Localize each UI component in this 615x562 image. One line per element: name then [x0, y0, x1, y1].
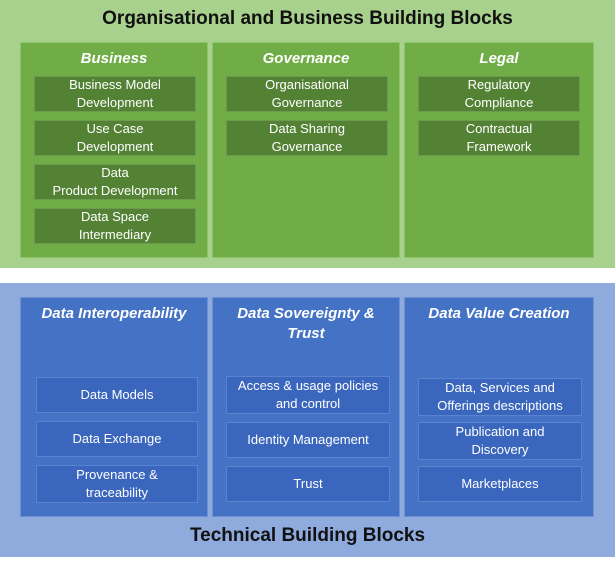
governance-column: Governance Organisational Governance Dat… [212, 42, 400, 258]
data-space-intermediary-box: Data Space Intermediary [34, 208, 196, 244]
trust-box: Trust [226, 466, 390, 502]
data-interoperability-heading: Data Interoperability [41, 305, 187, 322]
marketplaces-box: Marketplaces [418, 466, 582, 502]
data-services-offerings-box: Data, Services and Offerings description… [418, 378, 582, 416]
regulatory-compliance-box: Regulatory Compliance [418, 76, 580, 112]
data-value-creation-heading: Data Value Creation [428, 305, 570, 322]
data-exchange-box: Data Exchange [36, 421, 198, 457]
business-model-development-box: Business Model Development [34, 76, 196, 112]
legal-column: Legal Regulatory Compliance Contractual … [404, 42, 594, 258]
access-usage-policies-box: Access & usage policies and control [226, 376, 390, 414]
contractual-framework-box: Contractual Framework [418, 120, 580, 156]
identity-management-box: Identity Management [226, 422, 390, 458]
business-column: Business Business Model Development Use … [20, 42, 208, 258]
business-panel-title: Organisational and Business Building Blo… [102, 8, 513, 29]
provenance-traceability-box: Provenance & traceability [36, 465, 198, 503]
publication-discovery-box: Publication and Discovery [418, 422, 582, 460]
business-column-heading: Business [80, 50, 148, 67]
data-value-creation-column: Data Value Creation Data, Services and O… [404, 297, 594, 517]
legal-column-heading: Legal [479, 50, 519, 67]
data-models-box: Data Models [36, 377, 198, 413]
data-sovereignty-trust-column: Data Sovereignty & Trust Access & usage … [212, 297, 400, 517]
data-sovereignty-trust-heading: Data Sovereignty & Trust [237, 305, 375, 342]
data-product-development-box: Data Product Development [34, 164, 196, 200]
data-interoperability-column: Data Interoperability Data Models Data E… [20, 297, 208, 517]
use-case-development-box: Use Case Development [34, 120, 196, 156]
governance-column-heading: Governance [262, 50, 350, 67]
data-sharing-governance-box: Data Sharing Governance [226, 120, 388, 156]
organisational-governance-box: Organisational Governance [226, 76, 388, 112]
technical-building-blocks-panel: Data Interoperability Data Models Data E… [0, 283, 615, 557]
technical-panel-title: Technical Building Blocks [189, 525, 426, 546]
business-building-blocks-panel: Organisational and Business Building Blo… [0, 0, 615, 268]
